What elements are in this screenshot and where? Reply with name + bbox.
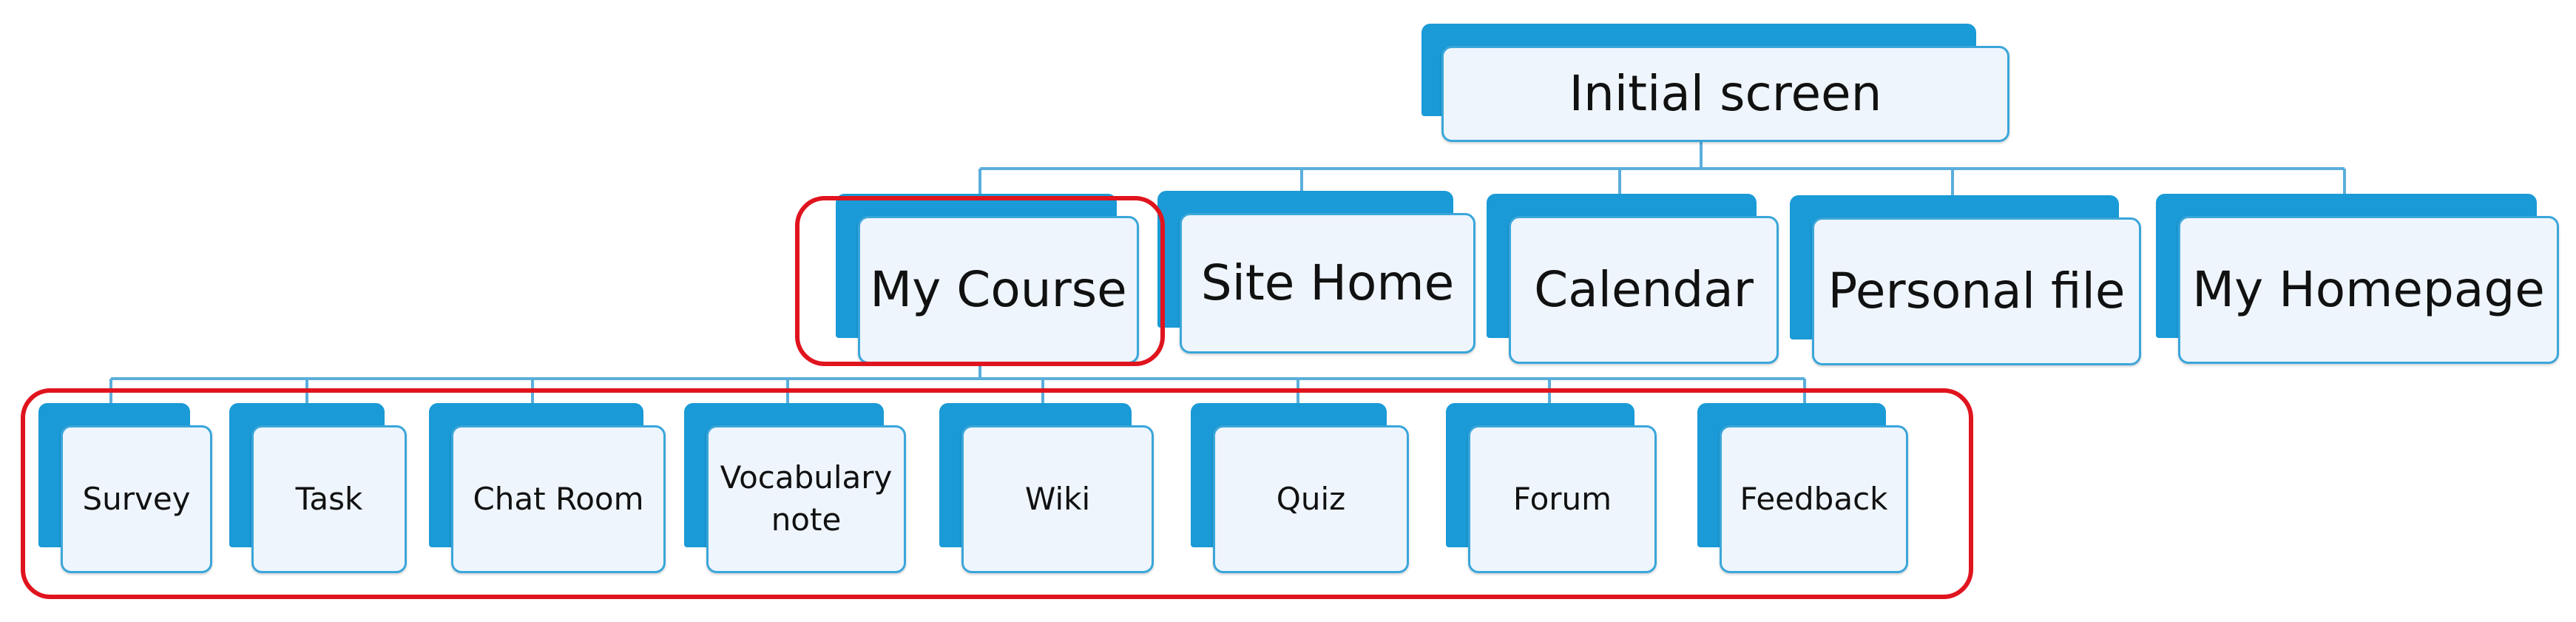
node-label: Chat Room (473, 480, 644, 517)
node-label: Calendar (1534, 261, 1754, 319)
node-label: Site Home (1200, 254, 1455, 312)
node-task: Task (229, 403, 407, 573)
node-label: Feedback (1740, 480, 1888, 517)
node-calendar: Calendar (1487, 194, 1779, 364)
node-quiz: Quiz (1191, 403, 1409, 573)
node-label: Personal file (1828, 263, 2126, 320)
node-initial-screen: Initial screen (1421, 24, 2009, 142)
node-label: Survey (82, 480, 191, 517)
node-label: Task (295, 480, 363, 517)
node-label: Forum (1512, 480, 1612, 517)
node-my-course: My Course (836, 194, 1139, 364)
node-feedback: Feedback (1697, 403, 1908, 573)
node-vocabulary-note: Vocabulary note (684, 403, 906, 573)
node-personal-file: Personal file (1790, 195, 2141, 365)
node-site-home: Site Home (1157, 191, 1475, 354)
node-label: Vocabulary note (720, 459, 893, 538)
node-wiki: Wiki (939, 403, 1154, 573)
node-label: Quiz (1276, 480, 1346, 517)
node-forum: Forum (1446, 403, 1657, 573)
node-chat-room: Chat Room (429, 403, 666, 573)
node-label: My Course (870, 261, 1127, 319)
node-label: Initial screen (1569, 65, 1882, 123)
node-label: My Homepage (2192, 261, 2545, 319)
node-my-homepage: My Homepage (2156, 194, 2559, 364)
node-survey: Survey (38, 403, 212, 573)
node-label: Wiki (1024, 480, 1091, 517)
